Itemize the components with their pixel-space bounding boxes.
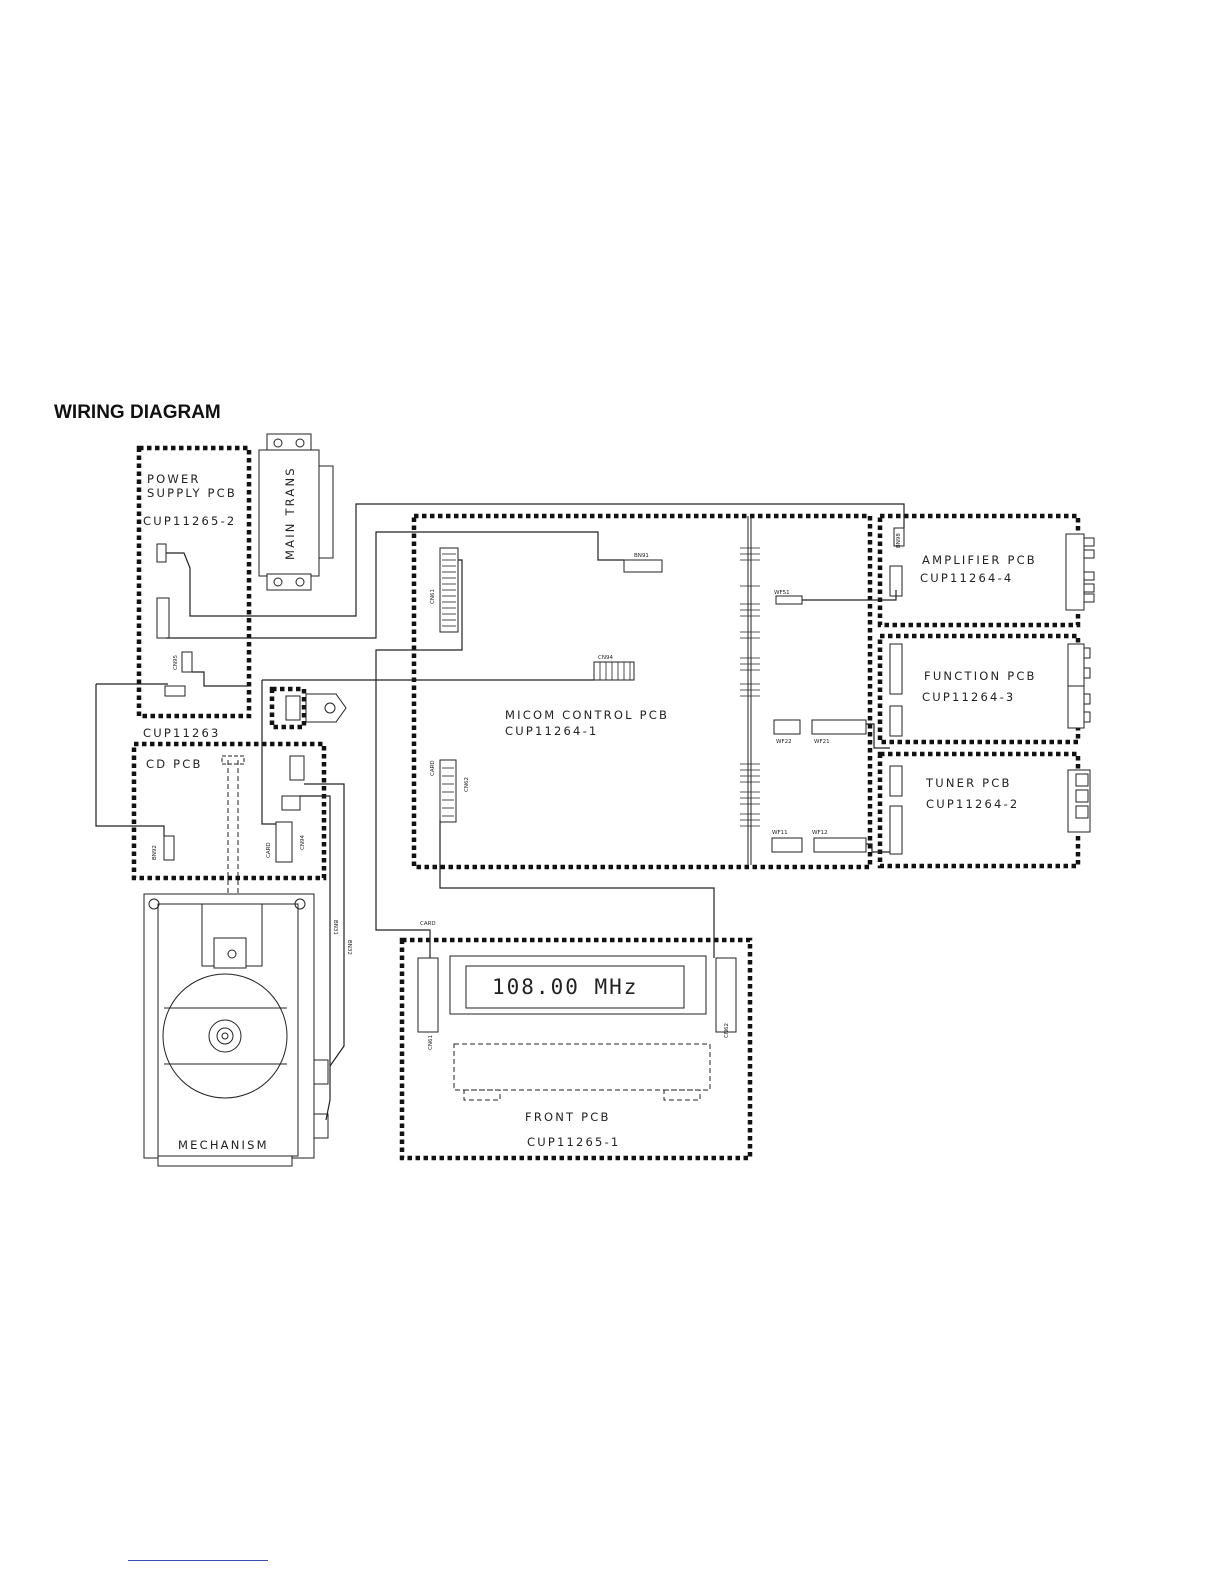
function-switch-1 xyxy=(1083,647,1091,659)
micom-control-pcb: MICOM CONTROL PCB CUP11264-1 CN61 BN91 C… xyxy=(411,513,873,870)
ps-connector-1 xyxy=(156,543,167,563)
amp-terminal-5 xyxy=(1083,593,1095,603)
cd-code: CUP11263 xyxy=(143,726,221,740)
function-switch-3 xyxy=(1083,693,1091,705)
tuner-label: TUNER PCB xyxy=(925,776,1012,790)
amplifier-label: AMPLIFIER PCB xyxy=(922,553,1037,567)
wf12-connector xyxy=(813,837,867,853)
bn31-label: BN31 xyxy=(332,920,338,935)
power-supply-label-line1: POWER xyxy=(147,472,201,486)
bn92-label: BN92 xyxy=(152,845,158,860)
cn62-micom-label: CN62 xyxy=(464,777,470,792)
wf51-connector xyxy=(775,595,803,605)
function-label: FUNCTION PCB xyxy=(924,669,1037,683)
card-cd-label: CARD xyxy=(266,842,272,858)
main-trans-label: MAIN TRANS xyxy=(283,466,297,560)
wires: BN31 BN32 xyxy=(95,503,905,1121)
regulator-block xyxy=(269,686,347,730)
cn62-front-connector xyxy=(715,957,737,1033)
amp-output-terminals xyxy=(1065,533,1085,611)
cd-connector-mid xyxy=(281,795,301,811)
bn92-connector xyxy=(163,835,175,861)
bn91-connector xyxy=(623,559,663,573)
cn94-micom-label: CN94 xyxy=(598,655,613,661)
wf21-label: WF21 xyxy=(814,739,830,745)
wf22-connector xyxy=(773,719,801,735)
cn95-label: CN95 xyxy=(173,655,179,670)
cd-connector-top xyxy=(289,755,305,781)
function-connector-2 xyxy=(889,705,903,737)
front-pcb: CN61 CN62 CARD 108.00 MHz FRONT PCB CUP1… xyxy=(399,921,753,1161)
front-display-window xyxy=(465,965,685,1009)
tuner-terminal-2 xyxy=(1075,789,1089,803)
board-edge-pins xyxy=(740,547,760,827)
bn98-connector xyxy=(893,527,905,547)
ps-connector-2 xyxy=(156,597,170,639)
card-front-label: CARD xyxy=(420,921,436,927)
function-connector-1 xyxy=(889,643,903,695)
amp-terminal-1 xyxy=(1083,537,1095,547)
front-code: CUP11265-1 xyxy=(527,1135,620,1149)
mechanism-label: MECHANISM xyxy=(178,1138,269,1152)
cn94-micom-pins xyxy=(599,662,631,680)
bn32-label: BN32 xyxy=(346,940,352,955)
cn61-front-label: CN61 xyxy=(428,1035,434,1050)
bn98-label: BN98 xyxy=(896,533,902,548)
micom-label: MICOM CONTROL PCB xyxy=(505,708,669,722)
front-display-readout: 108.00 MHz xyxy=(492,975,638,999)
tuner-connector-1 xyxy=(889,765,903,797)
tuner-pcb: TUNER PCB CUP11264-2 xyxy=(877,751,1091,869)
micom-code: CUP11264-1 xyxy=(505,724,598,738)
bn91-label: BN91 xyxy=(634,553,649,559)
cd-label: CD PCB xyxy=(146,757,203,771)
amp-terminal-3 xyxy=(1083,571,1095,581)
cn95-connector xyxy=(181,651,193,673)
function-switch-2 xyxy=(1083,667,1091,679)
main-trans: MAIN TRANS xyxy=(258,433,334,591)
amplifier-pcb: BN98 AMPLIFIER PCB CUP11264-4 xyxy=(877,513,1095,628)
power-supply-pcb: POWER SUPPLY PCB CUP11265-2 CN95 xyxy=(136,445,252,719)
footer-link-underline xyxy=(128,1560,268,1561)
front-label: FRONT PCB xyxy=(525,1110,611,1124)
amp-terminal-4 xyxy=(1083,583,1095,593)
diagram-title: WIRING DIAGRAM xyxy=(54,402,221,423)
function-switch-4 xyxy=(1083,711,1091,723)
wf51-label: WF51 xyxy=(774,590,790,596)
wf21-connector xyxy=(811,719,867,735)
cd-pcb: CUP11263 CD PCB BN92 CARD CN94 xyxy=(131,726,327,940)
wf22-label: WF22 xyxy=(776,739,792,745)
amplifier-code: CUP11264-4 xyxy=(920,571,1013,585)
wf11-label: WF11 xyxy=(772,830,788,836)
card-micom-label: CARD xyxy=(430,760,436,776)
cn61-front-connector xyxy=(417,957,439,1033)
function-pcb: FUNCTION PCB CUP11264-3 xyxy=(877,633,1091,745)
ps-connector-4 xyxy=(164,685,186,697)
tuner-terminal-3 xyxy=(1075,805,1089,819)
cn94-cd-label: CN94 xyxy=(300,835,306,850)
amp-terminal-2 xyxy=(1083,549,1095,559)
power-supply-label-line2: SUPPLY PCB xyxy=(147,486,237,500)
mechanism: MECHANISM xyxy=(143,893,329,1167)
cn61-label: CN61 xyxy=(430,589,436,604)
tuner-code: CUP11264-2 xyxy=(926,797,1019,811)
function-code: CUP11264-3 xyxy=(922,690,1015,704)
wf12-label: WF12 xyxy=(812,830,828,836)
bn31-connector xyxy=(313,1059,329,1085)
cn62-micom-connector xyxy=(439,759,457,823)
tuner-terminal-1 xyxy=(1075,773,1089,787)
power-supply-code: CUP11265-2 xyxy=(143,514,236,528)
cn62-front-label: CN62 xyxy=(724,1023,730,1038)
cn62-micom-pins xyxy=(442,767,454,817)
tuner-connector-2 xyxy=(889,805,903,855)
wf11-connector xyxy=(771,837,803,853)
bn32-connector xyxy=(313,1113,329,1139)
cn94-cd-connector xyxy=(275,821,293,863)
cn61-pins xyxy=(442,553,456,627)
